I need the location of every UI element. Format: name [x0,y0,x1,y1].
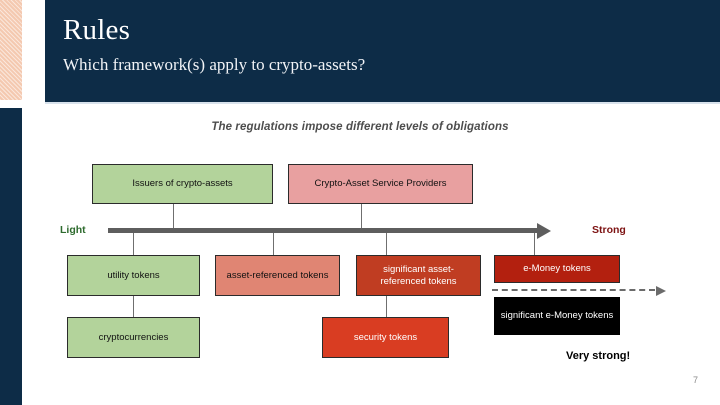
very-strong-label: Very strong! [566,350,631,362]
connector-scale-to-emoney-tokens [534,233,535,255]
decorative-hatch-stripe [0,0,22,100]
connector-scale-to-significant-asset-referenced-tokens [386,233,387,255]
scale-label-strong: Strong [592,224,626,236]
header-divider [45,102,720,104]
connector-csp-to-scale [361,204,362,231]
dashed-escalation-arrow [492,286,666,296]
node-cryptocurrencies[interactable]: cryptocurrencies [67,317,200,358]
node-label: Issuers of crypto-assets [132,178,233,190]
node-issuers-of-crypto-assets[interactable]: Issuers of crypto-assets [92,164,273,204]
node-label: significant asset-referenced tokens [380,264,457,287]
slide-header: Rules Which framework(s) apply to crypto… [45,0,720,102]
connector-significant-asset-to-security-tokens [386,296,387,317]
page-number: 7 [693,375,699,385]
node-significant-emoney-tokens[interactable]: significant e-Money tokens [494,297,620,335]
node-label: asset-referenced tokens [226,269,329,281]
node-label: e-Money tokens [523,263,591,275]
node-label: cryptocurrencies [98,331,169,343]
node-crypto-asset-service-providers[interactable]: Crypto-Asset Service Providers [288,164,473,204]
diagram-caption: The regulations impose different levels … [211,121,509,133]
node-asset-referenced-tokens[interactable]: asset-referenced tokens [215,255,340,296]
connector-utility-to-cryptocurrencies [133,296,134,317]
node-label: security tokens [353,331,418,343]
node-label: significant e-Money tokens [500,310,614,322]
connector-scale-to-asset-referenced-tokens [273,233,274,255]
connector-issuers-to-scale [173,204,174,231]
page-title: Rules [63,14,131,46]
scale-label-light: Light [60,224,86,236]
node-utility-tokens[interactable]: utility tokens [67,255,200,296]
decorative-left-bar [0,108,22,405]
scale-arrow [108,222,551,239]
node-security-tokens[interactable]: security tokens [322,317,449,358]
node-label: utility tokens [107,269,160,281]
connector-scale-to-utility-tokens [133,233,134,255]
node-significant-asset-referenced-tokens[interactable]: significant asset-referenced tokens [356,255,481,296]
page-subtitle: Which framework(s) apply to crypto-asset… [63,55,366,74]
node-label: Crypto-Asset Service Providers [314,178,447,190]
node-emoney-tokens[interactable]: e-Money tokens [494,255,620,283]
